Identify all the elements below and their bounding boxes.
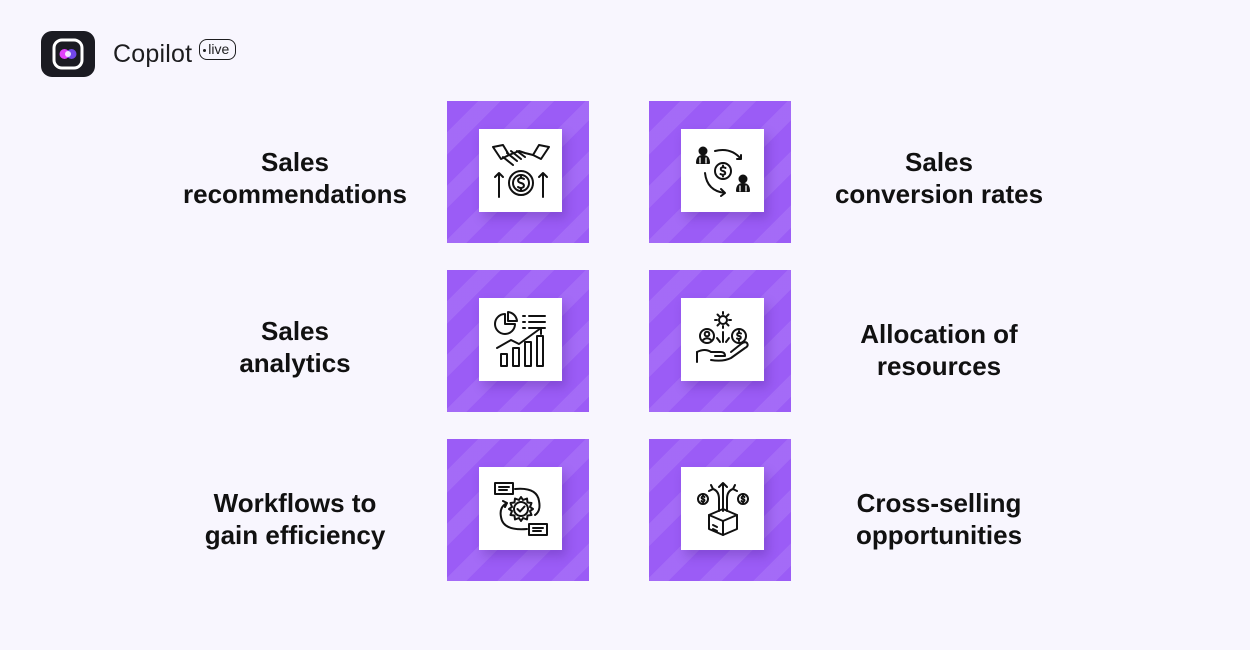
conversion-cycle-icon (695, 146, 750, 197)
tile-allocation-of-resources (649, 270, 791, 412)
brand-name: Copilot (113, 39, 193, 68)
copilot-logo-icon (41, 31, 95, 77)
analytics-chart-icon (493, 310, 546, 367)
workflow-gear-icon (493, 481, 548, 536)
resource-hand-icon (695, 310, 749, 363)
tile-sales-analytics (447, 270, 589, 412)
tile-cross-selling (649, 439, 791, 581)
tile-workflows (447, 439, 589, 581)
brand-logo[interactable]: Copilot live (41, 31, 237, 77)
brand-badge: live (199, 38, 237, 60)
tile-sales-conversion-rates (649, 101, 791, 243)
handshake-dollar-icon (491, 143, 550, 198)
tile-sales-recommendations (447, 101, 589, 243)
cross-sell-box-icon (696, 481, 749, 536)
